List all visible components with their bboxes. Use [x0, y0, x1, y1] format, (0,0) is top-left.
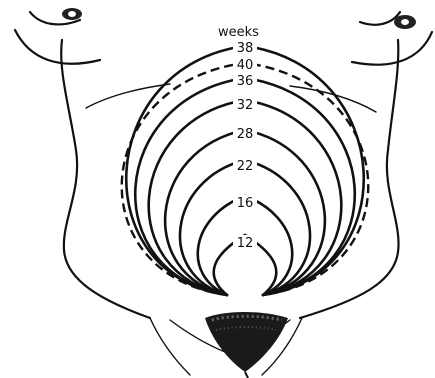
nipple-icon-left [62, 8, 82, 20]
contour-label-week-22: 22 [237, 159, 254, 174]
weeks-unit-label: weeks [218, 25, 259, 40]
contour-label-week-38: 38 [237, 41, 254, 56]
pubic-area-icon [205, 312, 288, 378]
contour-week-22 [180, 160, 310, 295]
contour-label-week-32: 32 [237, 98, 254, 113]
contour-label-week-40: 40 [237, 58, 254, 73]
contour-label-week-36: 36 [237, 74, 254, 89]
nipple-icon-right [394, 15, 416, 29]
contour-labels: weeks 38 4036 32 28 22 16 12 [218, 25, 259, 251]
contour-label-week-16: 16 [237, 196, 254, 211]
contour-label-week-12: 12 [237, 236, 254, 251]
contour-label-week-28: 28 [237, 127, 254, 142]
